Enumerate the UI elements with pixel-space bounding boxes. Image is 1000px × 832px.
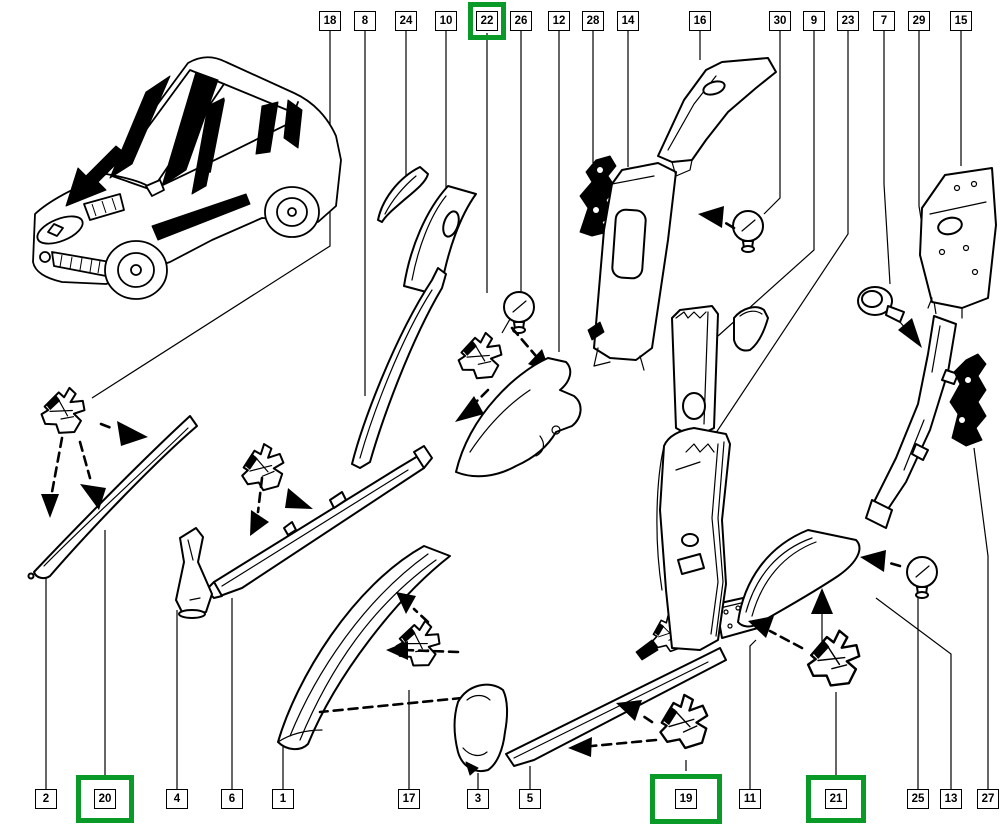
callout-24[interactable]: 24	[395, 11, 417, 31]
highlight-frame-22	[468, 2, 506, 40]
part-3-cowl-side-trim-right	[453, 683, 509, 776]
c-pillar-highlight	[255, 101, 279, 155]
callout-26[interactable]: 26	[510, 11, 532, 31]
part-19-sill-trim-clip	[655, 691, 712, 752]
callout-leader-line-26	[501, 31, 522, 334]
front-wheel	[104, 240, 168, 300]
callout-5[interactable]: 5	[519, 789, 541, 809]
callout-23[interactable]: 23	[837, 11, 859, 31]
callout-27[interactable]: 27	[977, 789, 999, 809]
part-16-c-pillar-upper-trim	[657, 57, 777, 177]
callout-22[interactable]: 22	[476, 11, 498, 31]
callout-14[interactable]: 14	[617, 11, 639, 31]
callout-12[interactable]: 12	[548, 11, 570, 31]
part-14-b-pillar-upper-trim	[587, 162, 677, 371]
sill-trim-clip-left	[239, 441, 287, 493]
callout-11[interactable]: 11	[739, 789, 761, 809]
callout-19[interactable]: 19	[675, 789, 697, 809]
callout-16[interactable]: 16	[689, 11, 711, 31]
a-pillar-highlight	[109, 75, 171, 179]
callout-3[interactable]: 3	[467, 789, 489, 809]
callout-leader-line-13	[875, 597, 952, 789]
callout-2[interactable]: 2	[35, 789, 57, 809]
callout-17[interactable]: 17	[398, 789, 420, 809]
part-10-a-pillar-upper-trim	[403, 185, 477, 294]
part-2-a-pillar-trim-left	[27, 415, 198, 580]
part-5-sill-trim-right	[505, 639, 727, 767]
part-12-cowl-side-trim	[455, 357, 582, 478]
callout-leader-line-11	[749, 639, 757, 789]
mirror	[145, 179, 165, 197]
callout-10[interactable]: 10	[435, 11, 457, 31]
callout-15[interactable]: 15	[950, 11, 972, 31]
callout-4[interactable]: 4	[166, 789, 188, 809]
part-1-windshield-pillar-trim	[277, 545, 451, 750]
leader-lines-layer	[45, 31, 989, 789]
vehicle-overview-drawing	[32, 56, 342, 300]
part-15-c-pillar-lower-trim	[919, 167, 997, 319]
rear-wheel	[264, 186, 320, 238]
fog-light	[39, 251, 51, 263]
part-23-b-pillar-lower-trim	[656, 427, 731, 651]
callout-18[interactable]: 18	[319, 11, 341, 31]
highlight-frame-20	[76, 775, 134, 823]
part-30-trim-plug	[732, 210, 764, 253]
callout-6[interactable]: 6	[221, 789, 243, 809]
callout-8[interactable]: 8	[354, 11, 376, 31]
callout-leader-line-27	[973, 447, 989, 789]
callout-13[interactable]: 13	[940, 789, 962, 809]
part-9-b-pillar-mid-trim	[671, 305, 719, 439]
part-7-quarter-grommet	[857, 286, 905, 323]
part-24-pillar-cap-trim	[377, 166, 429, 223]
grille	[36, 215, 84, 245]
b-pillar-highlight	[191, 97, 225, 195]
small-trim-piece	[733, 306, 769, 352]
part-25-trim-plug	[906, 556, 938, 599]
part-17-trim-clip	[392, 615, 444, 671]
fit-arrow-dashed	[48, 436, 64, 505]
part-29-rear-quarter-strip	[865, 315, 959, 529]
part-4-pillar-foot-trim	[175, 527, 213, 619]
part-21-quarter-trim-clip	[805, 627, 863, 689]
callout-30[interactable]: 30	[769, 11, 791, 31]
callout-29[interactable]: 29	[908, 11, 930, 31]
hood-arrow-glyph	[65, 145, 127, 207]
part-22-trim-plug	[503, 291, 535, 334]
part-8-a-pillar-trim	[351, 267, 447, 469]
callout-20[interactable]: 20	[94, 789, 116, 809]
callout-leader-line-18	[91, 31, 331, 399]
callout-7[interactable]: 7	[873, 11, 895, 31]
callout-leader-line-7	[883, 31, 891, 285]
brand-logo	[47, 223, 64, 237]
callout-leader-line-30	[763, 31, 781, 215]
highlight-frame-19	[650, 774, 722, 824]
rear-quarter-highlight	[283, 99, 303, 149]
callout-9[interactable]: 9	[803, 11, 825, 31]
part-13-quarter-lower-trim	[737, 529, 861, 628]
callout-25[interactable]: 25	[907, 789, 929, 809]
part-6-sill-trim-left	[205, 445, 433, 599]
callout-1[interactable]: 1	[272, 789, 294, 809]
clip-a-pillar-left	[38, 383, 89, 437]
roof-pillar-highlight	[161, 71, 219, 187]
sill-highlight	[151, 193, 251, 241]
callout-leader-line-23	[693, 31, 849, 467]
callout-28[interactable]: 28	[582, 11, 604, 31]
highlight-frame-21	[806, 775, 866, 823]
part-26-trim-clip	[455, 329, 505, 382]
diagram-artwork	[27, 56, 997, 776]
callout-21[interactable]: 21	[825, 789, 847, 809]
part-27-fixing-bracket	[949, 353, 987, 447]
